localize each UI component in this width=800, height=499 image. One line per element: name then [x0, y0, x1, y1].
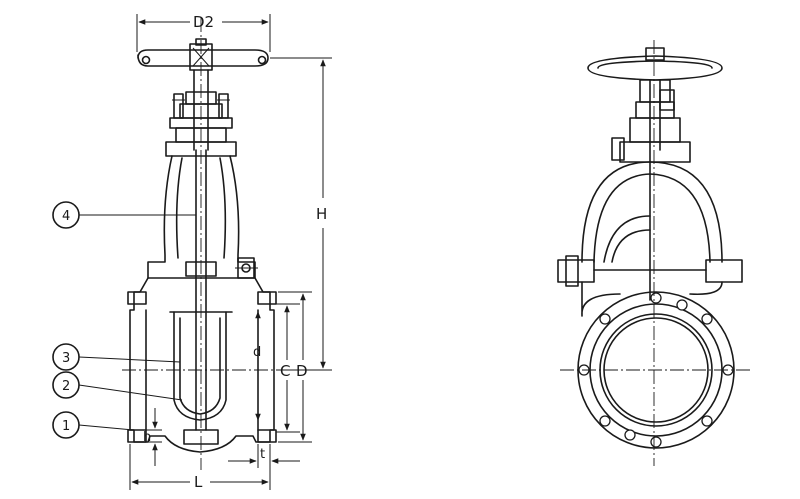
- callout-4: 4: [52, 201, 196, 229]
- dimension-l: L: [129, 444, 271, 491]
- dimension-c: C: [276, 303, 300, 433]
- dimension-h-label: H: [316, 205, 327, 223]
- callout-2: 2: [52, 371, 183, 401]
- dimension-d-label: d: [253, 345, 261, 360]
- front-view: [122, 18, 282, 470]
- callout-3: 3: [52, 343, 181, 371]
- dimension-h-small: h: [143, 408, 162, 466]
- dimension-d2-label: D2: [193, 13, 214, 31]
- side-body: [577, 281, 735, 449]
- side-stem: [611, 79, 691, 301]
- dimension-t-label: t: [260, 447, 265, 462]
- dimension-l-label: L: [194, 473, 203, 491]
- callout-2-label: 2: [62, 379, 70, 394]
- dimension-c-label: C: [280, 362, 290, 380]
- callout-3-label: 3: [62, 351, 70, 366]
- dimension-h: H: [270, 57, 332, 371]
- dimension-d2: D2: [136, 13, 271, 52]
- dimension-d-outer-label: D: [296, 362, 308, 380]
- callout-1-label: 1: [62, 419, 70, 434]
- side-view: [557, 40, 750, 466]
- callout-4-label: 4: [62, 209, 70, 224]
- dimension-t: t: [228, 444, 300, 468]
- front-bonnet: [147, 155, 258, 279]
- front-body: [127, 277, 277, 453]
- dimension-h-small-label: h: [143, 430, 151, 445]
- dimension-d: d: [253, 311, 261, 421]
- callout-1: 1: [52, 411, 135, 439]
- front-handwheel: [137, 38, 269, 71]
- side-bonnet: [557, 161, 743, 287]
- side-handwheel: [587, 47, 723, 81]
- dimension-d-outer: D: [278, 291, 312, 443]
